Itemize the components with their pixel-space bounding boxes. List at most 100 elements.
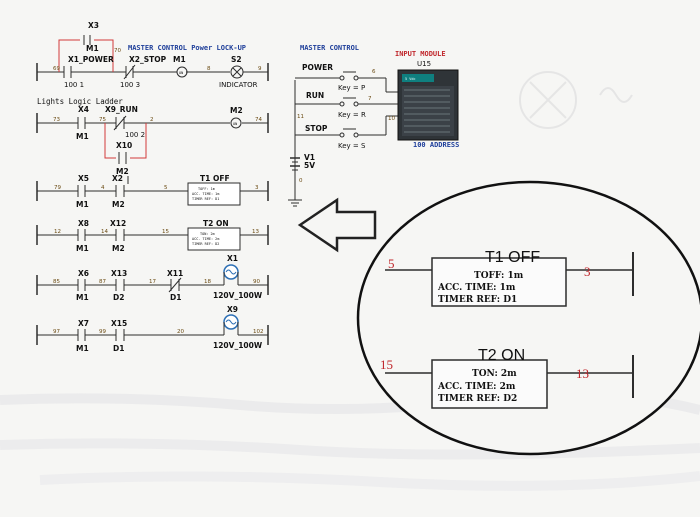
wire-4: 4	[101, 185, 105, 191]
label-x3: X3	[88, 21, 99, 30]
zoom-t1-out: 3	[584, 264, 591, 279]
input-module: INPUT MODULE U15 5 Vdc 100 ADDRESS	[395, 50, 459, 149]
input-channels	[402, 86, 454, 136]
svg-text:ON: ON	[179, 71, 183, 75]
master-control-panel: MASTER CONTROL POWER Key = P 6 RUN Key =…	[288, 44, 398, 207]
title-master-control-lockup: MASTER CONTROL Power LOCK-UP	[128, 44, 246, 52]
wire-17: 17	[149, 279, 156, 285]
wire-85: 85	[53, 279, 60, 285]
wire-14: 14	[101, 229, 108, 235]
t2-small-l3: TIMER REF: D2	[192, 242, 219, 246]
label-x1-lamp: X1	[227, 254, 238, 263]
zoom-t2-out: 13	[576, 366, 589, 381]
label-x13: X13	[111, 269, 127, 278]
label-x10: X10	[116, 141, 132, 150]
wire-13: 13	[252, 229, 259, 235]
switch-run-key: Key = R	[338, 111, 366, 119]
input-module-header: 5 Vdc	[405, 77, 416, 81]
zoom-t1-name: T1 OFF	[485, 249, 540, 266]
label-x11: X11	[167, 269, 183, 278]
switch-power-key: Key = P	[338, 84, 365, 92]
wire-15: 15	[162, 229, 169, 235]
label-x2-stop: X2_STOP	[129, 55, 167, 64]
label-m1-b: M1	[173, 55, 186, 64]
label-s2: S2	[231, 55, 242, 64]
arrow-icon	[297, 197, 377, 253]
wire-7: 7	[368, 96, 372, 102]
zoom-t1-l2: ACC. TIME: 1m	[437, 283, 516, 293]
wire-3: 3	[255, 185, 259, 191]
master-control-title: MASTER CONTROL	[300, 44, 359, 52]
t1-small-l1: TOFF: 1m	[198, 187, 215, 191]
label-x7: X7	[78, 319, 89, 328]
label-m1: M1	[76, 132, 89, 141]
label-x6: X6	[78, 269, 89, 278]
label-m1: M1	[86, 44, 99, 53]
zoom-t2-l1: TON: 2m	[472, 369, 517, 379]
source-v1: V1	[304, 153, 315, 162]
wire-102: 102	[253, 329, 264, 335]
wire-0: 0	[299, 178, 303, 184]
wire-12: 12	[54, 229, 61, 235]
switch-stop-key: Key = S	[338, 142, 366, 150]
wire-73: 73	[53, 117, 60, 123]
wire-74: 74	[255, 117, 262, 123]
t2-small-l2: ACC. TIME: 2m	[192, 237, 219, 241]
wire-79: 79	[54, 185, 61, 191]
wire-11: 11	[297, 114, 304, 120]
wire-2: 2	[150, 117, 154, 123]
switch-stop-label: STOP	[305, 124, 328, 133]
zoom-t2-l2: ACC. TIME: 2m	[437, 382, 516, 392]
t2-small-l1: TON: 2m	[200, 232, 215, 236]
label-d2: D2	[113, 293, 124, 302]
label-m1: M1	[76, 293, 89, 302]
label-x9-lamp: X9	[227, 305, 238, 314]
zoom-t1-l3: TIMER REF: D1	[438, 295, 517, 305]
rung-m2: ON X4 M1 X9_RUN 100 2 X10 M2 M2 73 75 2 …	[36, 105, 269, 176]
switch-power-label: POWER	[302, 63, 333, 72]
label-m2-contact: M2	[116, 167, 129, 176]
label-m1: M1	[76, 344, 89, 353]
t1-small-l2: ACC. TIME: 1m	[192, 192, 219, 196]
label-x2: X2	[112, 174, 123, 183]
label-x5: X5	[78, 174, 89, 183]
rung-lamp-x1: X6 M1 X13 D2 X11 D1 X1 120V_100W 85 87 1…	[36, 254, 269, 302]
wire-20: 20	[177, 329, 184, 335]
rung-power-lockup: ON X3 M1 X1_POWER X2_STOP M1 S2 INDICATO…	[36, 21, 269, 89]
t1-small-l3: TIMER REF: D1	[192, 197, 219, 201]
label-m1: M1	[76, 244, 89, 253]
wire-75: 75	[99, 117, 106, 123]
addr-100-1: 100 1	[64, 81, 84, 89]
wire-6: 6	[372, 69, 376, 75]
input-module-name: U15	[417, 60, 431, 68]
rung-t2: TON: 2m ACC. TIME: 2m TIMER REF: D2 T2 O…	[36, 219, 269, 253]
lamp-rating-1: 120V_100W	[213, 291, 263, 300]
zoom-t2-name: T2 ON	[478, 347, 525, 364]
label-m2: M2	[112, 200, 125, 209]
label-m1: M1	[76, 200, 89, 209]
input-module-address: 100 ADDRESS	[413, 141, 459, 149]
rung-t1: TOFF: 1m ACC. TIME: 1m TIMER REF: D1 T1 …	[36, 174, 269, 209]
wire-90: 90	[253, 279, 260, 285]
addr-100-2: 100 2	[125, 131, 145, 139]
wire-99: 99	[99, 329, 106, 335]
label-indicator: INDICATOR	[219, 81, 258, 89]
zoom-t1-l1: TOFF: 1m	[474, 271, 524, 281]
wire-97: 97	[53, 329, 60, 335]
wire-69: 69	[53, 66, 60, 72]
rung-lamp-x9: X7 M1 X15 D1 X9 120V_100W 97 99 20 102	[36, 305, 269, 353]
label-m2: M2	[112, 244, 125, 253]
wire-70: 70	[114, 48, 121, 54]
zoom-callout: T1 OFF TOFF: 1m ACC. TIME: 1m TIMER REF:…	[356, 180, 700, 456]
wire-9: 9	[258, 66, 262, 72]
label-d1: D1	[113, 344, 124, 353]
lamp-rating-2: 120V_100W	[213, 341, 263, 350]
zoom-t2-in: 15	[380, 357, 393, 372]
label-x15: X15	[111, 319, 127, 328]
wire-10: 10	[388, 116, 395, 122]
label-m2-coil: M2	[230, 106, 243, 115]
source-5v: 5V	[304, 161, 315, 170]
wire-8: 8	[207, 66, 211, 72]
t2-small-name: T2 ON	[203, 219, 229, 228]
